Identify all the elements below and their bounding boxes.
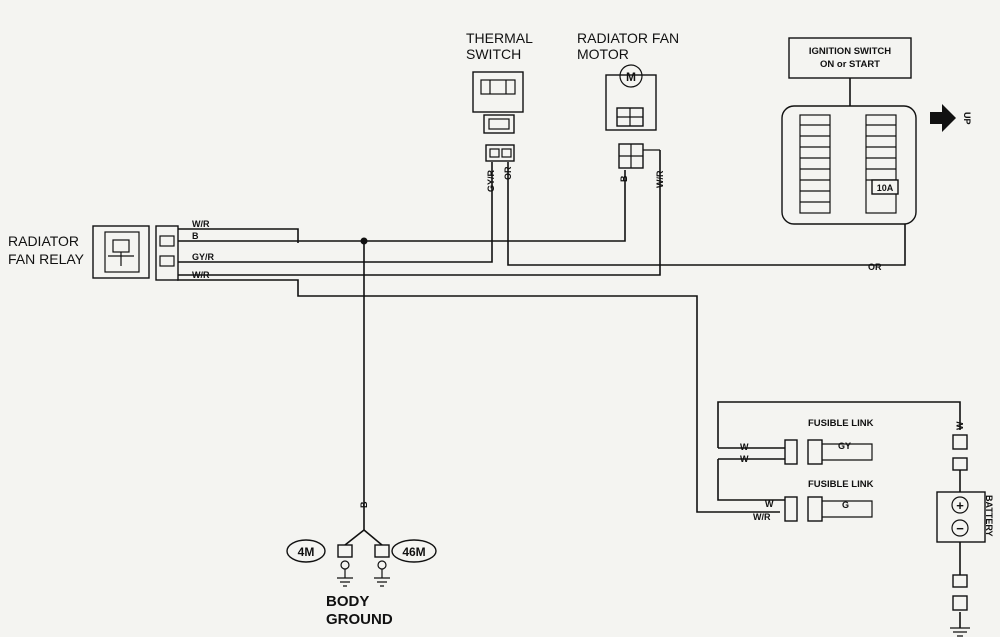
wire-link1-to-battery <box>717 401 961 448</box>
wire-label-link1-gy: GY <box>838 441 851 451</box>
battery-positive-icon <box>951 496 969 514</box>
relay-label-line1: RADIATOR <box>8 233 79 249</box>
battery-positive-label: + <box>956 498 964 513</box>
battery-connector-bottom <box>952 595 968 611</box>
ground-46m-label: 46M <box>402 545 425 559</box>
fusible-link-1-connector-a <box>784 439 798 465</box>
ignition-switch-label-line2: ON or START <box>820 59 880 70</box>
up-marker-label: UP <box>962 112 972 125</box>
ignition-switch-box <box>788 37 912 79</box>
fusible-link-1-connector-b <box>807 439 823 465</box>
battery-connector-top <box>952 434 968 450</box>
wire-label-relay-b: B <box>192 231 199 241</box>
battery-connector-low <box>952 574 968 588</box>
battery-negative-label: − <box>956 521 964 536</box>
ground-4m-label: 4M <box>298 545 315 559</box>
wire-label-relay-wr-top: W/R <box>192 219 210 229</box>
thermal-switch: THERMAL SWITCH <box>466 30 533 162</box>
fusible-link-2-connector-a <box>784 496 798 522</box>
fuse-slots <box>800 124 896 203</box>
ignition-switch-label-line1: IGNITION SWITCH <box>809 46 891 57</box>
body-ground-label-line1: BODY <box>326 593 369 610</box>
ground-4m-badge <box>286 539 326 563</box>
wire-label-thermal-or: OR <box>503 166 513 180</box>
wire-label-link2-g: G <box>842 500 849 510</box>
battery-connector-mid <box>952 457 968 471</box>
motor-symbol-label: M <box>626 70 636 84</box>
battery-label: BATTERY <box>984 495 994 537</box>
battery-body <box>936 491 986 543</box>
relay-coil-outline <box>104 231 140 273</box>
wire-label-battery-w: W <box>955 421 965 430</box>
fuse-10a <box>871 179 899 195</box>
wire-label-thermal-gyr: GY/R <box>486 169 496 192</box>
wire-relay-wr-to-link2 <box>177 279 780 513</box>
fusible-link-2: FUSIBLE LINK <box>784 479 874 522</box>
battery-ground-icon <box>950 627 970 637</box>
wire-label-link2-wr: W/R <box>753 512 771 522</box>
relay-label-line2: FAN RELAY <box>8 251 85 267</box>
wire-link-jumper <box>717 459 785 501</box>
ground-4m-symbol <box>337 569 353 587</box>
fusible-link-1-label: FUSIBLE LINK <box>808 418 874 429</box>
fusible-link-2-loop <box>822 500 873 518</box>
radiator-fan-motor: RADIATOR FAN MOTOR M <box>577 30 679 169</box>
thermal-switch-label-line2: SWITCH <box>466 46 521 62</box>
motor-symbol-circle <box>619 64 643 88</box>
wire-label-link2-w: W <box>765 499 774 509</box>
fuse-column-left <box>799 114 831 214</box>
wire-label-link1-w-a: W <box>740 442 749 452</box>
wire-relay-gyr-to-thermal <box>177 162 493 263</box>
wire-label-relay-gyr: GY/R <box>192 252 215 262</box>
wire-motor-wr-to-relay <box>177 150 661 276</box>
battery: W + − BATTERY <box>936 421 994 637</box>
radiator-fan-relay: RADIATOR FAN RELAY <box>8 225 179 281</box>
ground-46m: 46M <box>374 539 437 587</box>
ground-4m: 4M <box>286 539 353 587</box>
up-arrow-icon: UP <box>930 104 972 132</box>
splice-dot <box>360 237 368 245</box>
battery-negative-icon <box>951 519 969 537</box>
fusible-link-2-connector-b <box>807 496 823 522</box>
wire-label-ground-b: B <box>359 501 369 508</box>
fuse-block: IGNITION SWITCH ON or START 10A <box>781 37 917 225</box>
relay-connector <box>155 225 179 281</box>
thermal-switch-label-line1: THERMAL <box>466 30 533 46</box>
wire-ground-split <box>344 529 383 546</box>
wire-relay-wr-top <box>177 228 299 243</box>
ground-46m-badge <box>391 539 437 563</box>
wire-label-relay-wr-bottom: W/R <box>192 270 210 280</box>
wires <box>177 150 961 628</box>
fusible-link-1: FUSIBLE LINK <box>784 418 874 465</box>
wire-label-link1-w-b: W <box>740 454 749 464</box>
motor-label-line1: RADIATOR FAN <box>577 30 679 46</box>
relay-internal <box>108 252 134 266</box>
fusible-link-1-loop <box>822 443 873 461</box>
fusible-link-2-label: FUSIBLE LINK <box>808 479 874 490</box>
wire-label-motor-b: B <box>619 175 629 182</box>
motor-label-line2: MOTOR <box>577 46 629 62</box>
body-ground-label-line2: GROUND <box>326 611 393 628</box>
fuse-10a-label: 10A <box>877 183 894 193</box>
ground-46m-symbol <box>374 569 390 587</box>
wire-label-motor-wr: W/R <box>655 170 665 188</box>
wire-label-fuse-or: OR <box>868 262 882 272</box>
wire-relay-b-to-motor <box>177 170 626 242</box>
fuse-column-right <box>865 114 897 214</box>
